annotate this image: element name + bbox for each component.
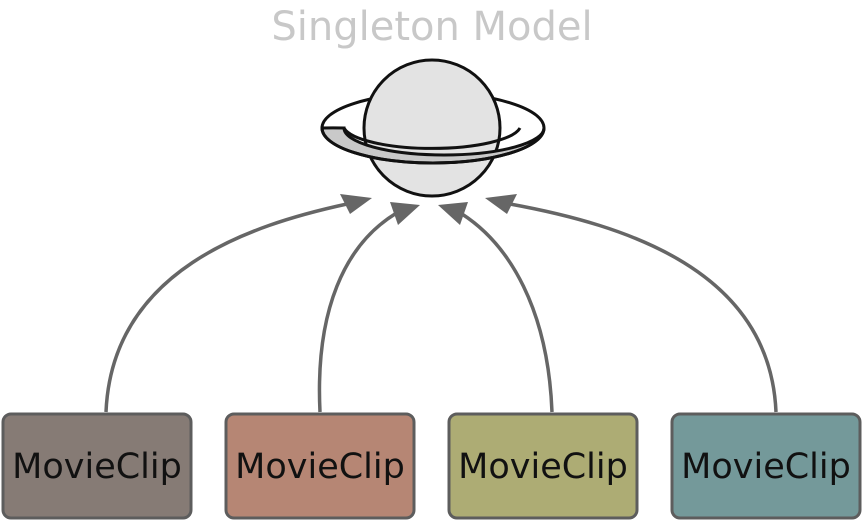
arrowhead-4 — [485, 194, 517, 214]
planet-ring-inner — [342, 127, 522, 150]
arrows — [104, 194, 778, 413]
arrowhead-1 — [340, 194, 372, 214]
movieclip-2-rect — [224, 412, 416, 520]
movieclip-1-label: MovieClip — [12, 447, 182, 487]
saturn-planet-icon — [320, 58, 546, 198]
movieclip-4-label: MovieClip — [681, 447, 851, 487]
movieclip-box-4[interactable]: MovieClip — [670, 412, 862, 520]
movieclip-box-3[interactable]: MovieClip — [447, 412, 639, 520]
movieclip-box-2[interactable]: MovieClip — [224, 412, 416, 520]
movieclip-2-label: MovieClip — [235, 447, 405, 487]
movieclip-1-rect — [1, 412, 193, 520]
movieclip-box-1[interactable]: MovieClip — [1, 412, 193, 520]
movieclip-3-label: MovieClip — [458, 447, 628, 487]
arrow-4 — [509, 202, 778, 413]
movieclip-row: MovieClip MovieClip MovieClip MovieClip — [1, 412, 862, 520]
arrow-1 — [104, 202, 348, 413]
planet-body — [362, 58, 502, 198]
movieclip-4-rect — [670, 412, 862, 520]
arrowhead-2 — [390, 202, 420, 225]
planet-ring-front-detail — [320, 127, 546, 165]
arrow-2 — [317, 212, 396, 413]
movieclip-3-rect — [447, 412, 639, 520]
diagram-title: Singleton Model — [271, 4, 592, 50]
arrow-3 — [461, 212, 554, 413]
arrowhead-3 — [438, 202, 468, 225]
